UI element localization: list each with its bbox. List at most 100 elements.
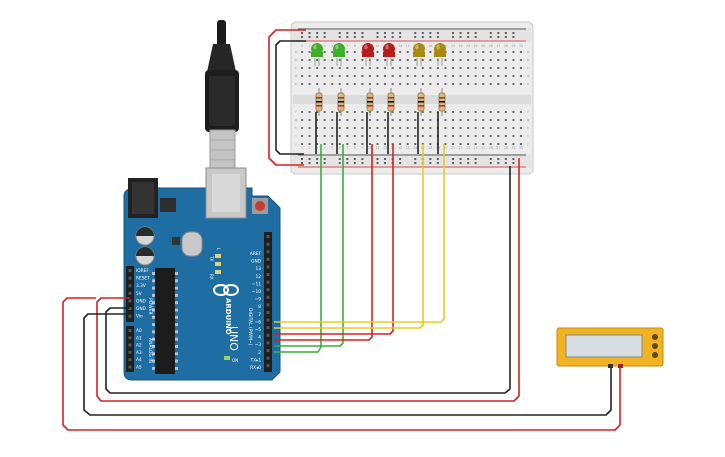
wire-red-2[interactable] xyxy=(274,144,394,335)
wire-yellow-1[interactable] xyxy=(274,144,424,329)
row-letter: e xyxy=(527,82,529,86)
column-number: 25 xyxy=(481,44,485,48)
led-green[interactable] xyxy=(311,43,323,55)
led-red[interactable] xyxy=(362,43,374,55)
pin-label: ~9 xyxy=(255,297,262,303)
row-letter: h xyxy=(527,126,529,130)
on-led xyxy=(224,356,230,360)
column-number: 28 xyxy=(504,44,508,48)
analog-header xyxy=(126,326,134,372)
pin-label: 13 xyxy=(256,266,262,272)
arduino-uno-board[interactable]: ARDUINO UNO TX L RX ON IOREFRESET3.3V5VG… xyxy=(123,167,281,381)
multimeter[interactable] xyxy=(556,327,664,368)
pin-label: RX◂0 xyxy=(250,365,261,371)
column-number: 28 xyxy=(504,146,508,150)
column-number: 21 xyxy=(451,146,455,150)
on-label: ON xyxy=(232,358,238,363)
led-green[interactable] xyxy=(333,43,345,55)
arduino-brand-text: ARDUINO xyxy=(224,298,232,335)
pin-label: 7 xyxy=(258,312,261,318)
column-number: 24 xyxy=(474,146,478,150)
wire-rail-loop-black[interactable] xyxy=(275,40,306,155)
row-letter: c xyxy=(527,66,529,70)
row-letter: b xyxy=(295,58,298,62)
column-number: 8 xyxy=(354,44,356,48)
column-number: 9 xyxy=(361,44,363,48)
column-number: 1 xyxy=(301,146,303,150)
column-number: 23 xyxy=(466,146,470,150)
multimeter-terminal-2[interactable] xyxy=(652,343,658,349)
tx-led xyxy=(215,262,221,266)
column-number: 18 xyxy=(428,146,432,150)
pin-label: ~5 xyxy=(255,327,262,333)
pin-label: 3.3V xyxy=(136,283,146,289)
led-yellow[interactable] xyxy=(413,43,425,55)
column-number: 27 xyxy=(496,44,500,48)
column-number: 20 xyxy=(443,44,447,48)
multimeter-terminal-3[interactable] xyxy=(652,352,658,358)
led-red[interactable] xyxy=(383,43,395,55)
pin-label: AREF xyxy=(250,251,262,257)
pin-label: Vin xyxy=(136,314,143,320)
column-number: 20 xyxy=(443,146,447,150)
column-number: 7 xyxy=(346,44,348,48)
wire-red-1[interactable] xyxy=(274,144,373,341)
wire-meter-red[interactable] xyxy=(62,297,621,431)
column-number: 2 xyxy=(309,44,311,48)
column-number: 11 xyxy=(375,44,379,48)
arduino-logo xyxy=(213,284,239,296)
pin-label: 2 xyxy=(258,350,261,356)
column-number: 21 xyxy=(451,44,455,48)
column-number: 8 xyxy=(354,146,356,150)
column-number: 12 xyxy=(383,146,387,150)
pin-label: 8 xyxy=(258,304,261,310)
led-yellow[interactable] xyxy=(434,43,446,55)
wire-rail-loop-red[interactable] xyxy=(268,29,306,166)
wire-green-2[interactable] xyxy=(274,144,344,347)
pin-label: A4 xyxy=(136,357,142,363)
row-letter: g xyxy=(295,118,297,122)
pin-label: ~10 xyxy=(252,289,261,295)
pin-label: ~11 xyxy=(252,281,261,287)
column-number: 10 xyxy=(368,146,372,150)
column-number: 15 xyxy=(406,44,410,48)
pin-label: 5V xyxy=(136,291,142,297)
column-number: 27 xyxy=(496,146,500,150)
row-letter: b xyxy=(527,58,530,62)
column-number: 4 xyxy=(324,146,326,150)
leds xyxy=(311,43,446,66)
digital-header xyxy=(264,232,272,372)
breadboard[interactable]: 1122334455667788991010111112121313141415… xyxy=(290,21,534,175)
row-letter: d xyxy=(527,74,529,78)
pin-label: GND xyxy=(136,306,147,312)
wire-meter-black[interactable] xyxy=(83,313,612,416)
pin-label: A1 xyxy=(136,335,142,341)
wire-yellow-2[interactable] xyxy=(274,144,445,323)
wire-5v-red[interactable] xyxy=(96,158,520,402)
pin-label: IOREF xyxy=(136,268,149,274)
wire-gnd-black[interactable] xyxy=(105,166,511,394)
column-number: 22 xyxy=(459,44,463,48)
row-letter: h xyxy=(295,126,297,130)
column-number: 18 xyxy=(428,44,432,48)
row-letter: i xyxy=(528,134,529,138)
row-letter: i xyxy=(296,134,297,138)
l-label: L xyxy=(216,248,221,251)
multimeter-display xyxy=(565,334,643,358)
usb-cable[interactable] xyxy=(205,20,239,169)
row-letter: j xyxy=(295,142,297,146)
resistors xyxy=(315,88,446,116)
column-number: 2 xyxy=(309,146,311,150)
column-number: 4 xyxy=(324,44,326,48)
multimeter-terminal-1[interactable] xyxy=(652,334,658,340)
column-number: 14 xyxy=(398,146,402,150)
column-number: 23 xyxy=(466,44,470,48)
center-channel xyxy=(293,95,531,104)
pin-label: A3 xyxy=(136,350,142,356)
wire-green-1[interactable] xyxy=(274,144,322,353)
column-number: 1 xyxy=(301,44,303,48)
